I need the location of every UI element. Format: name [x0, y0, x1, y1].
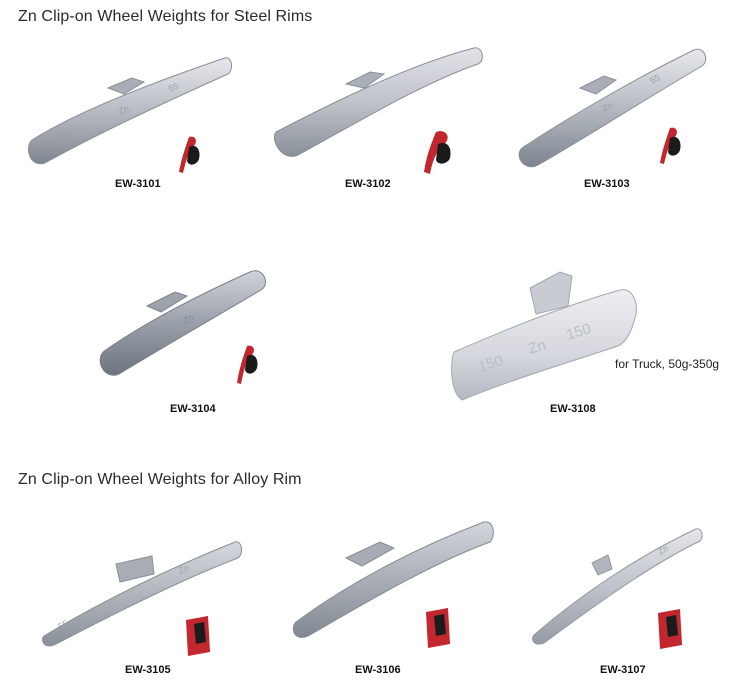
mark-text: Zn	[656, 543, 670, 557]
mark-text: Zn	[526, 336, 548, 357]
section-title-steel: Zn Clip-on Wheel Weights for Steel Rims	[18, 8, 313, 25]
mark-text: 55	[648, 72, 662, 86]
product-ew-3101[interactable]: 55 Zn 55 EW-3101	[20, 40, 250, 200]
wheel-weight-icon	[274, 47, 483, 157]
clip-icon	[186, 616, 210, 656]
wheel-weight-icon: 55 Zn 55	[28, 57, 233, 165]
mark-text: Zn	[117, 103, 131, 117]
wheel-weight-icon: 50	[292, 521, 494, 638]
clip-icon	[426, 608, 450, 648]
product-ew-3104[interactable]: Zn EW-3104	[95, 262, 295, 422]
wheel-weight-icon: Zn 55	[42, 541, 243, 647]
mark-text: Zn	[177, 563, 190, 576]
mark-text: 150	[564, 320, 593, 344]
product-code: EW-3103	[584, 178, 630, 190]
product-code: EW-3104	[170, 403, 216, 415]
clip-icon	[237, 345, 258, 384]
mark-text: 55	[56, 128, 70, 142]
product-code: EW-3101	[115, 178, 161, 190]
product-note: for Truck, 50g-350g	[615, 357, 720, 371]
product-ew-3107[interactable]: Zn EW-3107	[530, 525, 745, 680]
product-ew-3106[interactable]: 50 EW-3106	[290, 520, 520, 680]
product-ew-3103[interactable]: 55 Zn EW-3103	[512, 40, 742, 200]
product-code: EW-3107	[600, 664, 646, 676]
mark-text: 150	[476, 352, 505, 376]
section-title-alloy: Zn Clip-on Wheel Weights for Alloy Rim	[18, 471, 302, 488]
mark-text: 55	[56, 618, 70, 632]
mark-text: Zn	[181, 312, 195, 326]
product-ew-3102[interactable]: EW-3102	[268, 40, 498, 200]
mark-text: 55	[167, 81, 180, 94]
product-code: EW-3105	[125, 664, 171, 676]
product-code: EW-3108	[550, 403, 596, 415]
clip-icon	[658, 609, 682, 649]
product-code: EW-3102	[345, 178, 391, 190]
mark-text: 50	[326, 606, 340, 620]
clip-icon	[660, 127, 681, 164]
clip-icon	[179, 136, 200, 173]
wheel-weight-icon: Zn	[531, 528, 703, 645]
product-ew-3105[interactable]: Zn 55 EW-3105	[40, 540, 270, 680]
product-ew-3108[interactable]: 150 Zn 150 for Truck, 50g-350g EW-3108	[450, 262, 745, 422]
wheel-weight-icon: 150 Zn 150	[451, 271, 637, 401]
mark-text: Zn	[600, 100, 614, 114]
wheel-weight-icon: Zn	[99, 270, 266, 376]
wheel-weight-icon: 55 Zn	[518, 48, 707, 168]
product-code: EW-3106	[355, 664, 401, 676]
clip-icon	[424, 131, 451, 174]
